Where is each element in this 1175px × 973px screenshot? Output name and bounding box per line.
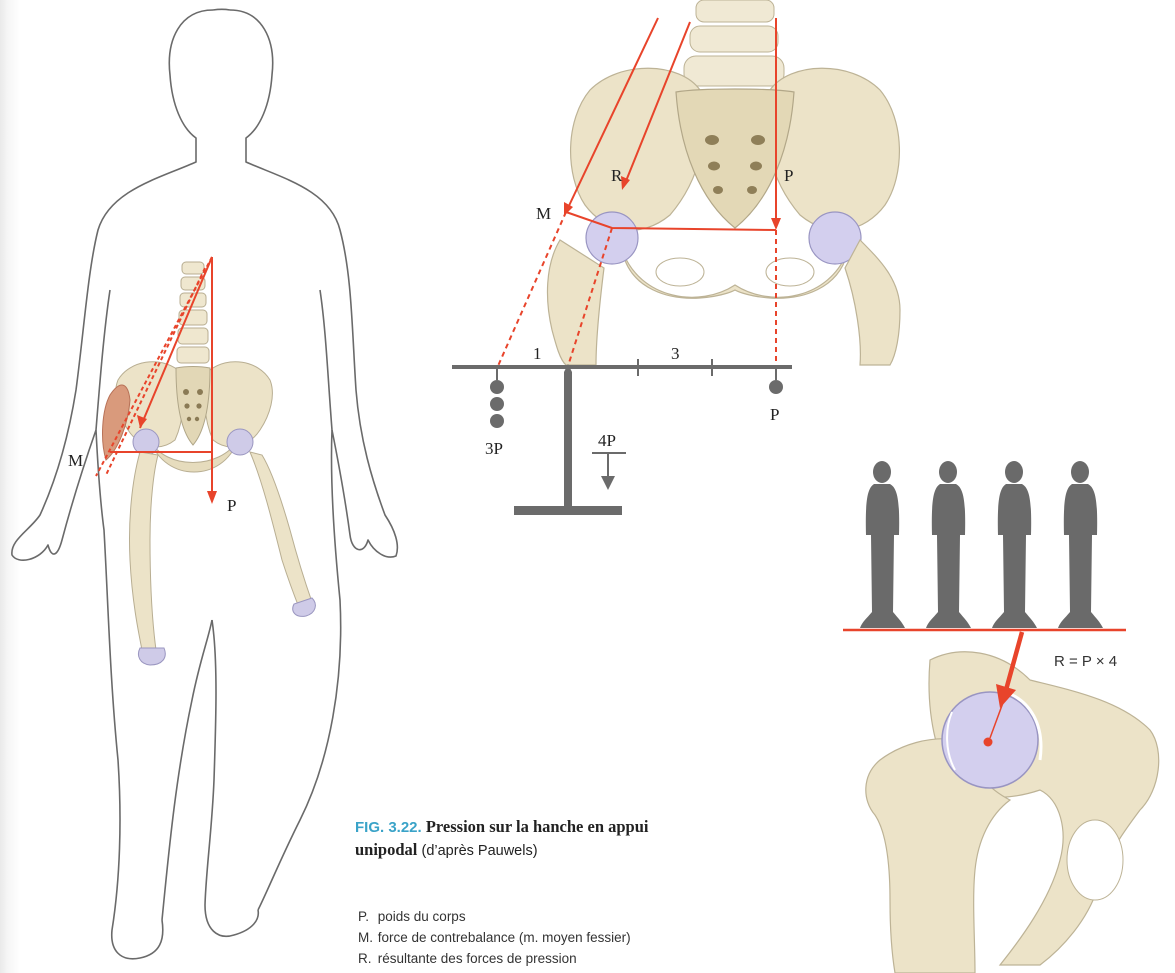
legend-item: M. force de contrebalance (m. moyen fess… (358, 927, 778, 948)
legend-key: M. (358, 927, 374, 948)
lever-scale (452, 359, 792, 515)
lever-label-p: P (770, 405, 779, 424)
lever-arm-long: 3 (671, 344, 680, 363)
right-hip-joint (866, 652, 1159, 973)
legend-item: P. poids du corps (358, 906, 778, 927)
figure-legend: P. poids du corps M. force de contrebala… (358, 906, 778, 969)
legend-key: R. (358, 948, 374, 969)
person-2 (926, 461, 971, 628)
person-4 (1058, 461, 1103, 628)
person-3 (992, 461, 1037, 628)
caption-title: FIG. 3.22. Pression sur la hanche en app… (355, 816, 775, 862)
left-pelvis (103, 262, 316, 665)
legend-text: force de contrebalance (m. moyen fessier… (378, 930, 631, 945)
body-silhouette (12, 9, 398, 959)
left-label-p: P (227, 496, 236, 515)
equation-label: R = P × 4 (1054, 653, 1117, 670)
caption-source: (d’après Pauwels) (422, 843, 538, 859)
legend-text: poids du corps (378, 909, 466, 924)
center-label-r: R (611, 166, 623, 185)
center-pelvis (547, 0, 900, 365)
legend-text: résultante des forces de pression (378, 951, 577, 966)
lever-label-4p: 4P (598, 431, 616, 450)
legend-key: P. (358, 906, 374, 927)
figure-number: FIG. 3.22. (355, 819, 422, 836)
caption-title-part2: unipodal (355, 840, 417, 859)
center-label-m: M (536, 204, 551, 223)
figure-caption: FIG. 3.22. Pression sur la hanche en app… (355, 816, 775, 862)
center-label-p: P (784, 166, 793, 185)
lever-arm-short: 1 (533, 344, 542, 363)
person-1 (860, 461, 905, 628)
left-label-m: M (68, 451, 83, 470)
legend-item: R. résultante des forces de pression (358, 948, 778, 969)
people-group (860, 461, 1103, 628)
caption-title-part1: Pression sur la hanche en appui (426, 817, 649, 836)
lever-label-3p: 3P (485, 439, 503, 458)
